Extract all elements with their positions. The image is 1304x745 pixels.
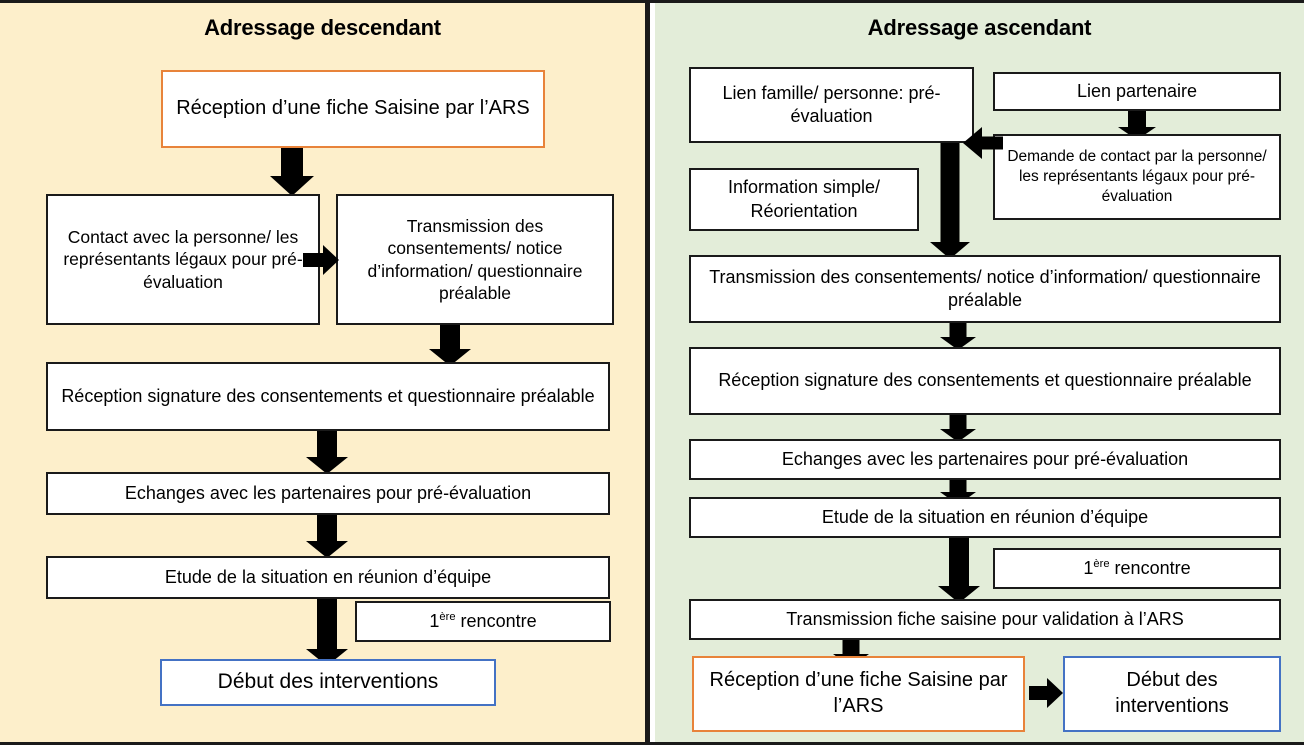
box-left-reception-signature[interactable]: Réception signature des consentements et…: [46, 362, 610, 431]
premiere-rencontre-ordinal: ère: [439, 610, 456, 623]
box-right-information-simple[interactable]: Information simple/ Réorientation: [689, 168, 919, 231]
box-right-reception-fiche[interactable]: Réception d’une fiche Saisine par l’ARS: [692, 656, 1025, 732]
arrow-left-etude-to-debut: [306, 598, 348, 666]
box-right-debut-interventions[interactable]: Début des interventions: [1063, 656, 1281, 732]
box-right-premiere-rencontre[interactable]: 1ère rencontre: [993, 548, 1281, 589]
premiere-rencontre-number: 1: [429, 610, 440, 631]
premiere-rencontre-ordinal: ère: [1093, 557, 1110, 570]
box-left-transmission-consentements[interactable]: Transmission des consentements/ notice d…: [336, 194, 614, 325]
arrow-left-echanges-to-etude: [306, 514, 348, 558]
arrow-right-reception-to-debut: [1029, 676, 1063, 710]
arrow-right-transmission-to-signature: [940, 322, 976, 350]
box-left-etude-situation[interactable]: Etude de la situation en réunion d’équip…: [46, 556, 610, 599]
box-right-transmission-fiche[interactable]: Transmission fiche saisine pour validati…: [689, 599, 1281, 640]
premiere-rencontre-word: rencontre: [455, 610, 537, 631]
box-left-echanges-partenaires[interactable]: Echanges avec les partenaires pour pré-é…: [46, 472, 610, 515]
arrow-left-reception-to-contact: [270, 148, 314, 196]
box-right-etude-situation[interactable]: Etude de la situation en réunion d’équip…: [689, 497, 1281, 538]
arrow-right-lien-famille-to-transmission: [930, 141, 970, 259]
right-panel-title: Adressage ascendant: [867, 15, 1092, 40]
premiere-rencontre-number: 1: [1083, 557, 1094, 578]
box-right-echanges-partenaires[interactable]: Echanges avec les partenaires pour pré-é…: [689, 439, 1281, 480]
box-left-contact-personne[interactable]: Contact avec la personne/ les représenta…: [46, 194, 320, 325]
box-right-demande-contact[interactable]: Demande de contact par la personne/ les …: [993, 134, 1281, 220]
arrow-left-transmission-to-signature: [429, 324, 471, 366]
box-right-reception-signature[interactable]: Réception signature des consentements et…: [689, 347, 1281, 415]
box-right-lien-famille[interactable]: Lien famille/ personne: pré-évaluation: [689, 67, 974, 143]
left-panel-title: Adressage descendant: [204, 15, 441, 40]
box-left-premiere-rencontre[interactable]: 1ère rencontre: [355, 601, 611, 642]
box-left-debut-interventions[interactable]: Début des interventions: [160, 659, 496, 706]
arrow-left-contact-to-transmission: [303, 243, 339, 277]
box-right-transmission-consentements[interactable]: Transmission des consentements/ notice d…: [689, 255, 1281, 323]
arrow-right-etude-to-transmission-fiche: [938, 537, 980, 603]
premiere-rencontre-word: rencontre: [1109, 557, 1191, 578]
arrow-right-signature-to-echanges: [940, 414, 976, 442]
box-right-lien-partenaire[interactable]: Lien partenaire: [993, 72, 1281, 111]
box-left-reception-fiche[interactable]: Réception d’une fiche Saisine par l’ARS: [161, 70, 545, 148]
arrow-left-signature-to-echanges: [306, 430, 348, 474]
arrow-right-demande-to-lien-famille: [963, 126, 1003, 160]
